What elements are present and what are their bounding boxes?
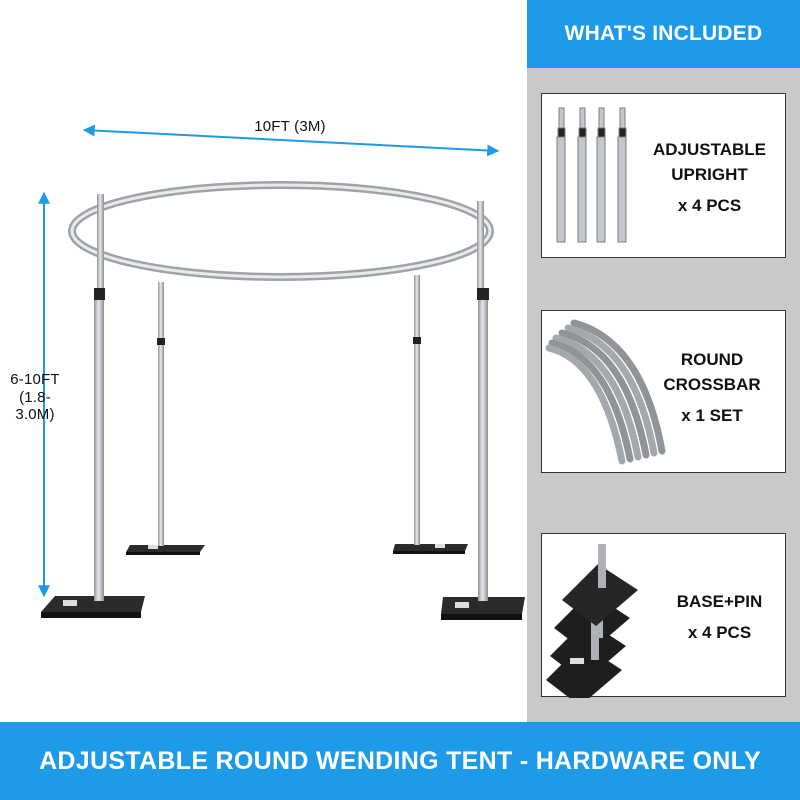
base-quantity: x 4 PCS: [687, 623, 752, 642]
included-panel-header: WHAT'S INCLUDED: [527, 0, 800, 68]
footer-title-bar: ADJUSTABLE ROUND WENDING TENT - HARDWARE…: [0, 722, 800, 800]
product-diagram: 10FT (3M) 6-10FT (1.8-3.0M): [10, 118, 525, 620]
base-plates-icon: [546, 544, 638, 698]
back-right-pole: [414, 275, 420, 545]
front-right-pole-top: [477, 201, 484, 289]
curved-crossbar-icon: [545, 319, 666, 465]
front-left-pole-bottom: [94, 296, 104, 601]
height-dimension-label: 6-10FT: [10, 371, 60, 388]
crossbar-label-line2: CROSSBAR: [663, 375, 761, 394]
front-left-pole-top: [97, 194, 104, 294]
back-left-pole: [158, 282, 164, 546]
back-left-base-plate: [126, 545, 205, 555]
upright-label-line2: UPRIGHT: [671, 165, 748, 184]
front-right-pole-bottom: [478, 296, 488, 601]
base-label: BASE+PIN: [676, 592, 763, 611]
front-right-base-plate: [441, 597, 525, 620]
width-dimension-label: 10FT (3M): [254, 118, 326, 135]
height-dimension-label-metric: (1.8-3.0M): [15, 389, 55, 423]
crossbar-quantity: x 1 SET: [681, 406, 743, 425]
included-item-crossbar: ROUND CROSSBAR x 1 SET: [541, 310, 786, 473]
front-left-base-plate: [41, 596, 145, 618]
upright-label-line1: ADJUSTABLE: [652, 140, 767, 159]
crossbar-label-line1: ROUND: [680, 350, 744, 369]
included-item-base: BASE+PIN x 4 PCS: [541, 533, 786, 698]
round-tent-frame-illustration: [38, 124, 525, 620]
upright-quantity: x 4 PCS: [677, 196, 742, 215]
back-right-base-plate: [393, 544, 468, 554]
width-dimension-arrow: [82, 124, 500, 157]
included-item-upright: ADJUSTABLE UPRIGHT x 4 PCS: [541, 93, 786, 258]
upright-poles-icon: [556, 107, 627, 243]
